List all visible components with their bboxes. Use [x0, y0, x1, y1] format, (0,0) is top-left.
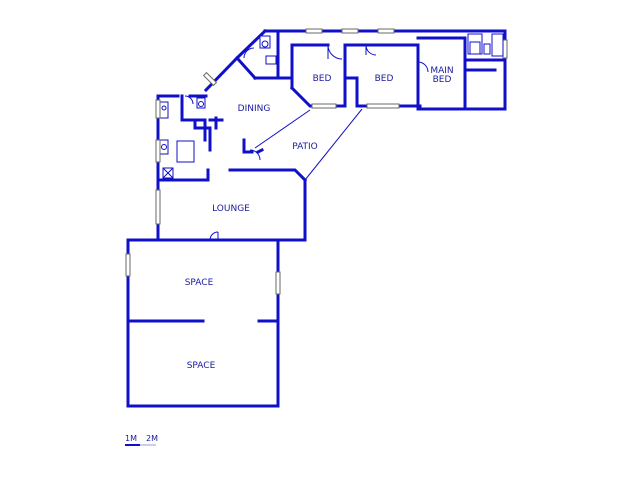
bedroom-wing-windows — [202, 28, 508, 109]
room-label-bed-2: BED — [375, 74, 394, 84]
scale-label-2m: 2M — [146, 434, 158, 443]
bedroom-wing-walls — [203, 28, 507, 111]
room-label-lounge: LOUNGE — [212, 204, 250, 214]
room-label-main-bed-line2: BED — [433, 75, 452, 85]
scale-label-1m: 1M — [125, 434, 137, 443]
space-windows — [125, 253, 281, 295]
bedroom-doors — [327, 44, 429, 73]
room-label-patio: PATIO — [292, 142, 318, 152]
patio-lines — [249, 108, 363, 181]
room-label-bed-1: BED — [313, 74, 332, 84]
kitchen-fixtures — [159, 95, 206, 179]
ensuite-fixtures — [467, 33, 504, 57]
room-label-space-lower: SPACE — [187, 361, 216, 371]
room-label-space-upper: SPACE — [185, 278, 214, 288]
kitchen-windows — [155, 99, 161, 225]
room-label-main-bed-line1: MAIN — [430, 66, 453, 76]
kitchen-walls — [156, 94, 308, 242]
room-label-dining: DINING — [238, 104, 271, 114]
guest-bath-fixtures — [243, 35, 277, 65]
scale-bar: 1M 2M — [125, 434, 158, 446]
space-walls — [126, 238, 280, 408]
